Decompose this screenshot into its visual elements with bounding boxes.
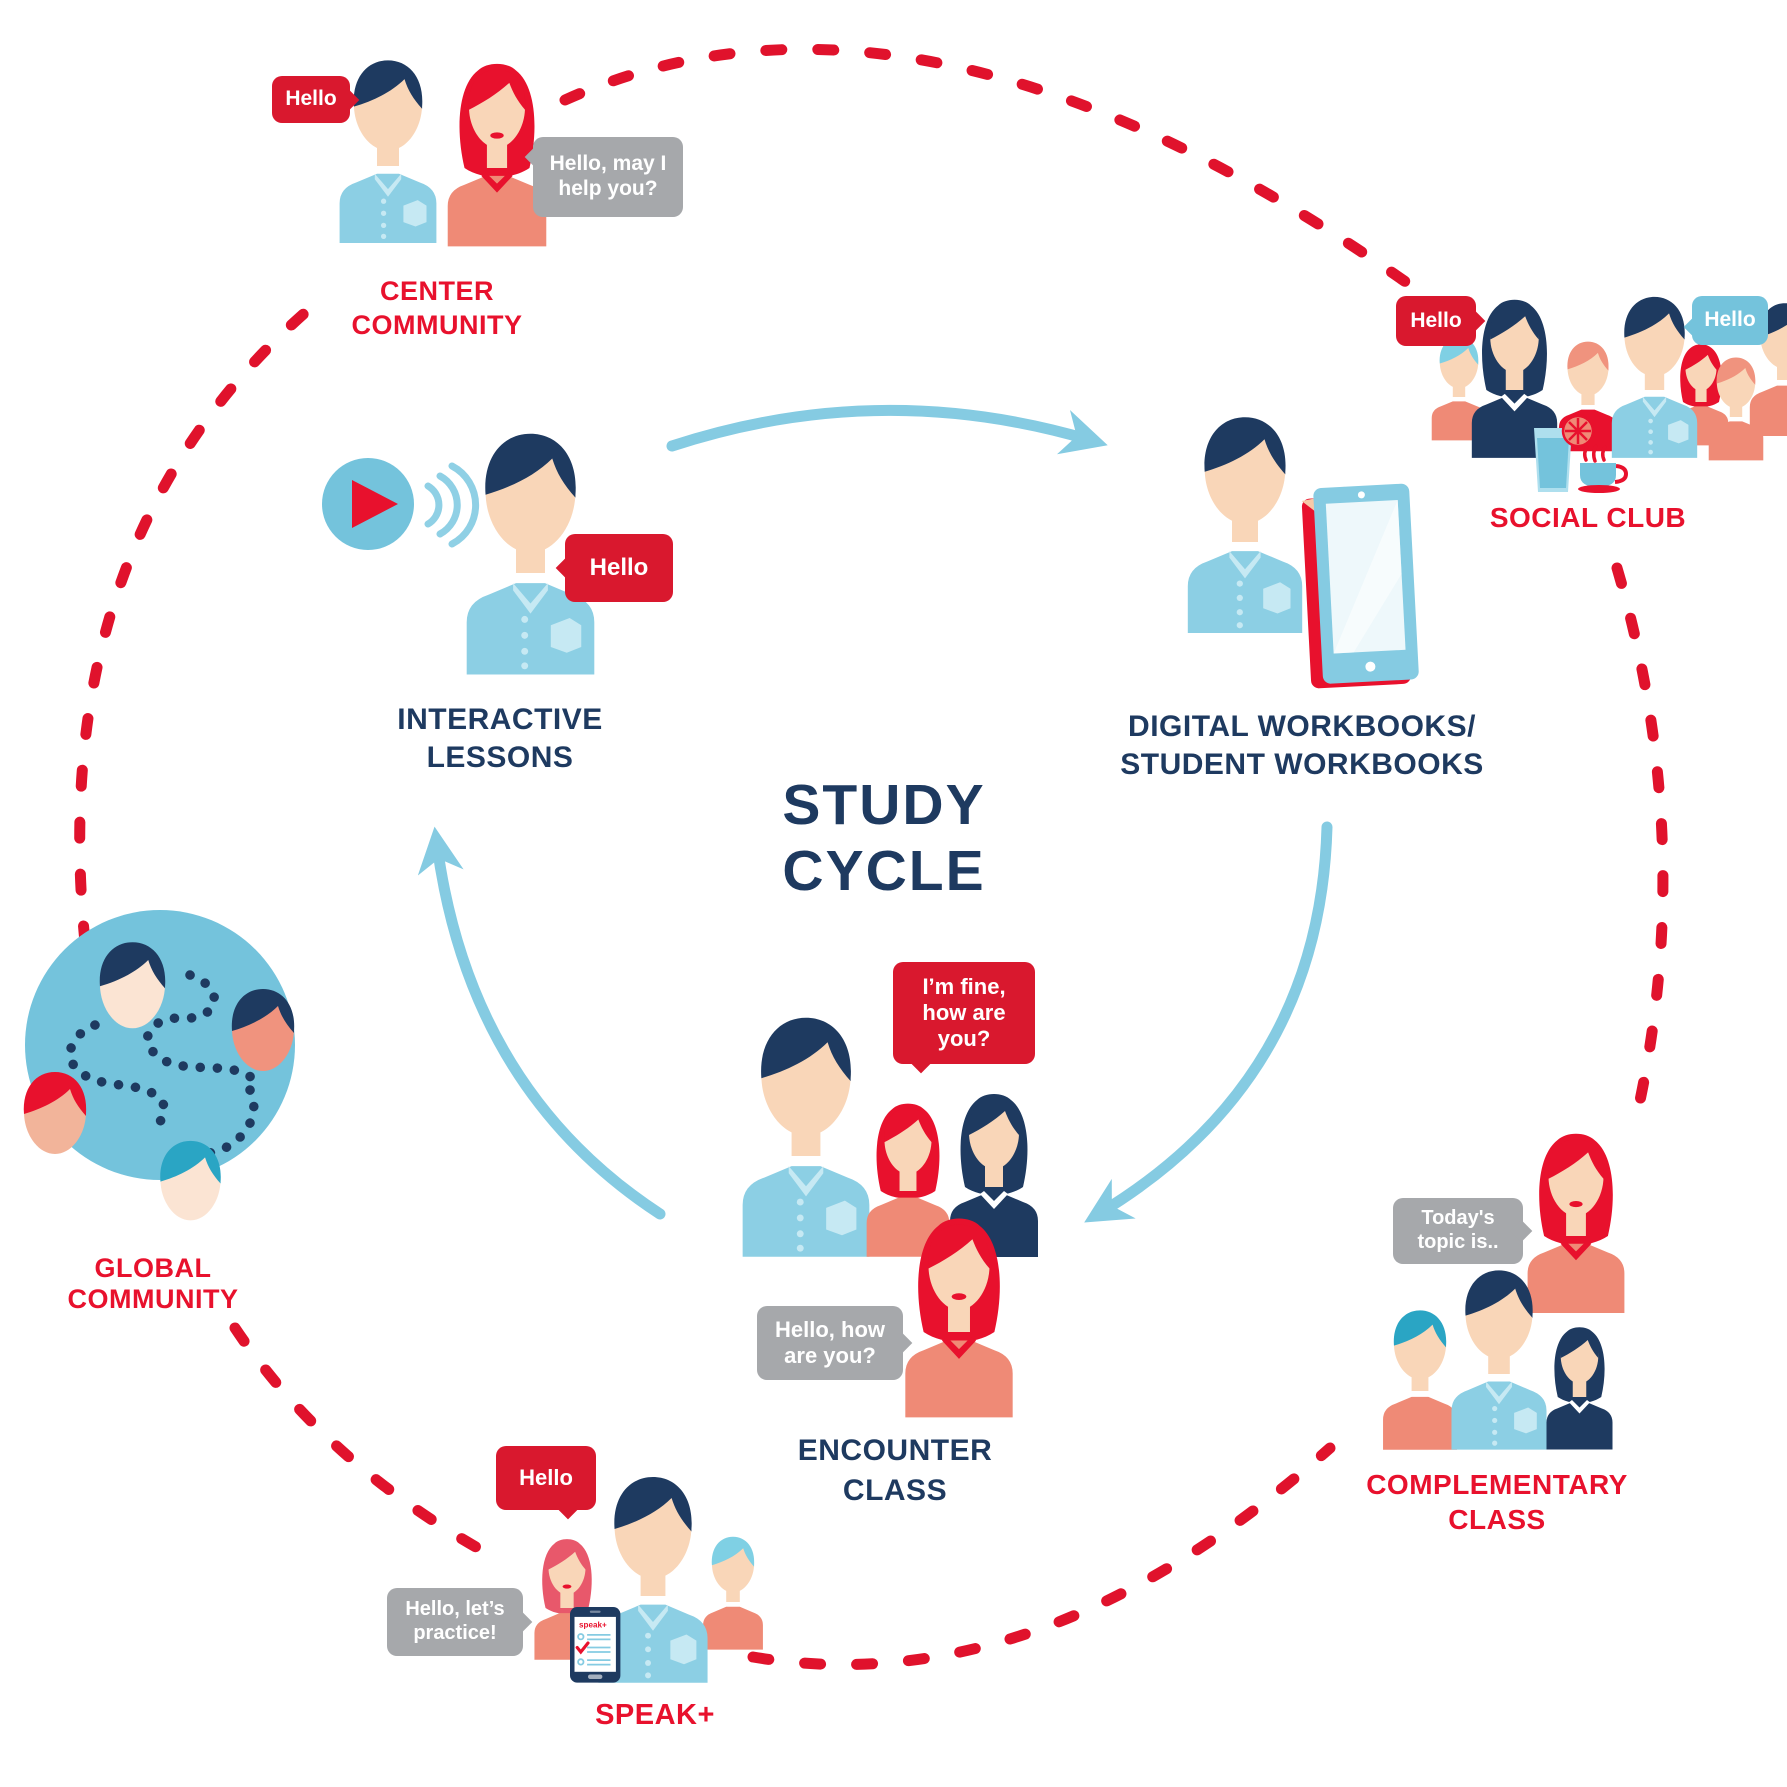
coffee-cup-icon [1578, 444, 1629, 493]
label-complementary-class-line1: COMPLEMENTARY [1366, 1469, 1628, 1500]
bubble-text: Hello [519, 1465, 573, 1491]
speech-bubble-hello-how: Hello, how are you? [757, 1306, 913, 1380]
label-complementary-class-line2: CLASS [1448, 1504, 1546, 1535]
label-interactive-lessons-line2: LESSONS [426, 741, 574, 774]
label-center-community-line1: CENTER [379, 276, 495, 306]
label-digital-workbooks-line1: DIGITAL WORKBOOKS/ [1128, 710, 1476, 743]
label-speak-plus: SPEAK+ [595, 1699, 715, 1731]
bubble-text: Hello, let’s practice! [405, 1598, 505, 1644]
arrow-encounter-to-lessons [417, 826, 666, 1220]
speech-bubble-todays-topic: Today's topic is.. [1393, 1198, 1533, 1264]
complementary-class-group [1383, 1133, 1625, 1450]
bubble-text: Today's topic is.. [1417, 1207, 1499, 1253]
speech-bubble-lets-practice: Hello, let’s practice! [387, 1588, 533, 1656]
global-community-group [23, 910, 295, 1221]
diagram-title-line2: CYCLE [782, 839, 986, 903]
social-club-group [1335, 296, 1787, 498]
tablet-workbook-icon [1301, 483, 1419, 689]
bubble-text: Hello [589, 553, 649, 581]
center-community-group [339, 60, 547, 247]
speech-bubble-may-i-help: Hello, may I help you? [524, 137, 683, 217]
arrow-workbooks-to-encounter [1084, 821, 1333, 1223]
bubble-text: Hello [285, 87, 337, 111]
label-global-community-line1: GLOBAL [94, 1253, 212, 1283]
bubble-text: Hello [1704, 308, 1756, 332]
label-interactive-lessons-line1: INTERACTIVE [397, 703, 603, 736]
label-center-community-line2: COMMUNITY [351, 310, 523, 340]
digital-workbooks-group [1187, 417, 1419, 689]
bubble-text: Hello, may I help you? [549, 152, 667, 200]
label-social-club: SOCIAL CLUB [1489, 502, 1687, 533]
bubble-text: I’m fine, how are you? [922, 974, 1006, 1051]
interactive-lessons-group [322, 433, 595, 675]
inner-cycle-arrows [417, 404, 1333, 1223]
outer-cycle-dashed-path [74, 43, 1669, 1671]
speech-bubble-hello: Hello [496, 1446, 596, 1520]
speech-bubble-hello: Hello [1683, 296, 1768, 345]
bubble-text: Hello [1410, 308, 1462, 332]
sound-waves-icon [424, 462, 480, 548]
label-global-community-line2: COMMUNITY [67, 1284, 239, 1314]
speak-plus-group: speak+ [534, 1476, 763, 1683]
bubble-text: Hello, how are you? [775, 1317, 885, 1368]
arrow-lessons-to-workbooks [666, 404, 1108, 455]
phone-app-name: speak+ [579, 1621, 607, 1630]
phone-speak-app-icon: speak+ [570, 1607, 621, 1683]
label-encounter-class-line2: CLASS [842, 1474, 948, 1507]
diagram-title-line1: STUDY [782, 773, 986, 837]
person-man [339, 60, 437, 244]
speech-bubble-hello: Hello [555, 534, 673, 602]
speech-bubble-hello: Hello [272, 76, 360, 123]
person-student [1187, 417, 1303, 633]
drink-glass-icon [1335, 414, 1595, 498]
label-encounter-class-line1: ENCOUNTER [797, 1434, 993, 1467]
speech-bubble-hello: Hello [1396, 296, 1486, 346]
label-digital-workbooks-line2: STUDENT WORKBOOKS [1120, 748, 1484, 781]
speech-bubble-im-fine: I’m fine, how are you? [893, 962, 1035, 1074]
globe-icon [25, 910, 295, 1180]
